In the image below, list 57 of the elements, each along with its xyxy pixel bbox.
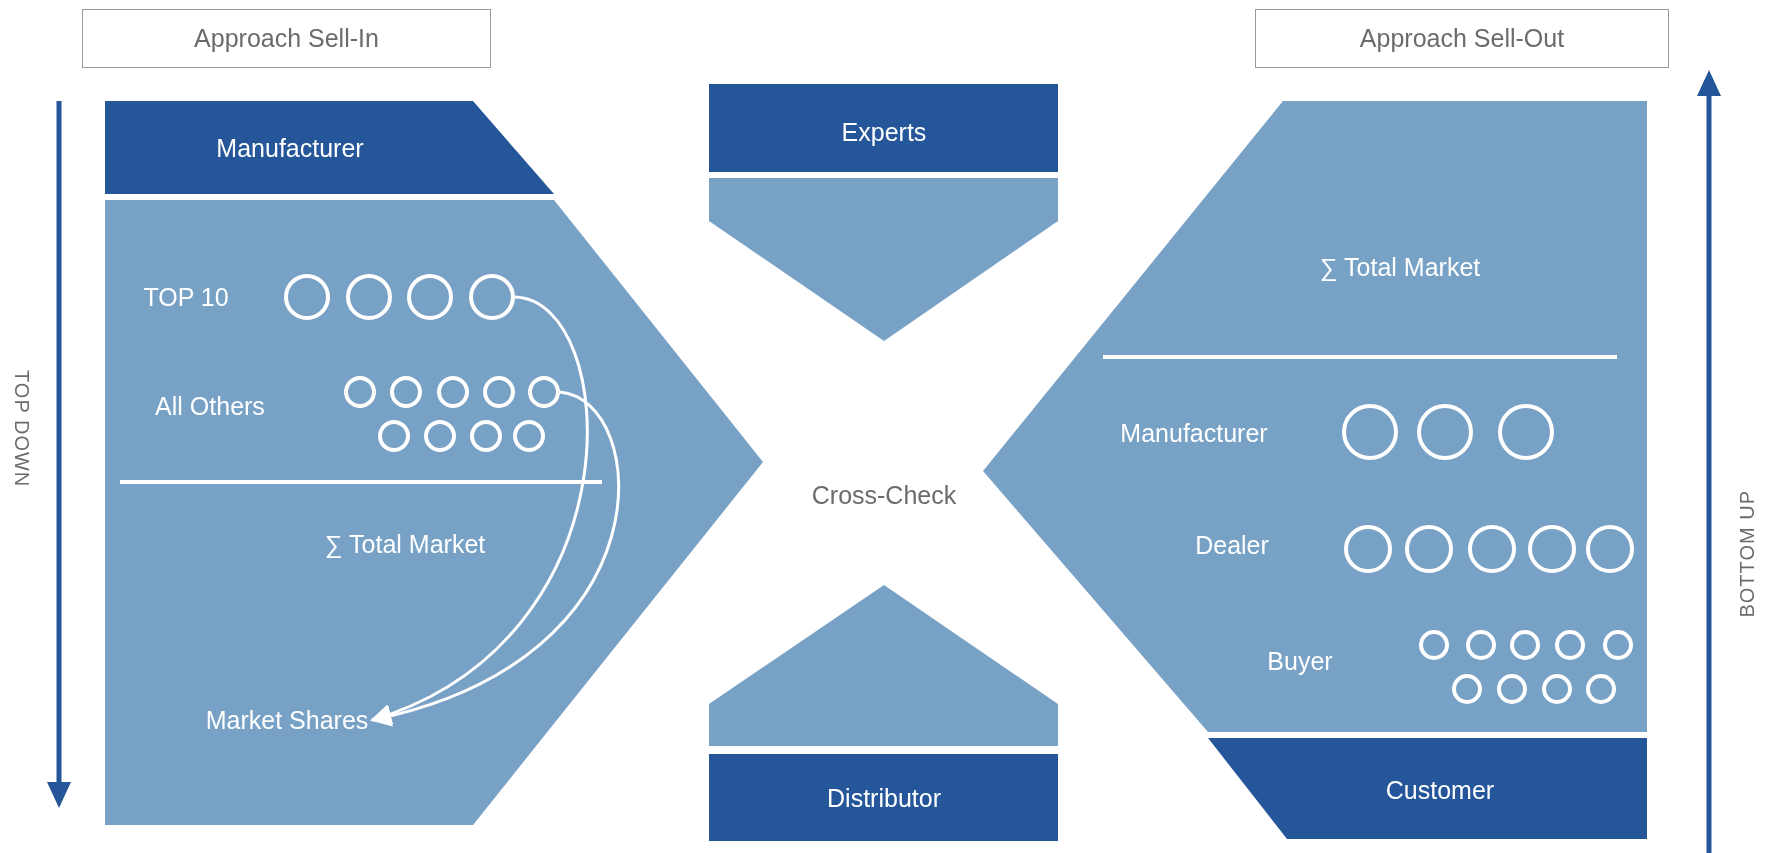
circle-marker (378, 420, 410, 452)
axis-label: BOTTOM UP (1736, 490, 1759, 618)
circle-marker (1466, 630, 1496, 660)
circle-marker (1417, 404, 1473, 460)
circle-marker (470, 420, 502, 452)
header-band (709, 754, 1058, 841)
circle-marker (344, 376, 376, 408)
circle-marker (284, 274, 330, 320)
text-label: Buyer (1267, 646, 1333, 676)
circle-marker (1497, 674, 1527, 704)
circle-marker (513, 420, 545, 452)
band-title: Customer (1385, 775, 1495, 805)
circle-marker (1342, 404, 1398, 460)
circle-marker (1542, 674, 1572, 704)
header-band (709, 84, 1058, 172)
circle-marker (1419, 630, 1449, 660)
text-label: Dealer (1195, 530, 1269, 560)
text-label: ∑ Total Market (324, 529, 486, 559)
circle-marker (1510, 630, 1540, 660)
header-band (1208, 738, 1647, 839)
panel (105, 200, 763, 825)
circle-marker (437, 376, 469, 408)
circle-marker (424, 420, 456, 452)
header-band (105, 101, 554, 194)
circle-marker (1586, 525, 1634, 573)
curved-arrow (370, 390, 620, 726)
circle-marker (1498, 404, 1554, 460)
chevron-shape (709, 585, 1058, 746)
text-label: ∑ Total Market (1319, 252, 1481, 282)
band-title: Manufacturer (216, 133, 364, 163)
band-title: Experts (841, 117, 927, 147)
text-label: All Others (155, 391, 265, 421)
circle-marker (528, 376, 560, 408)
circle-marker (1468, 525, 1516, 573)
circle-marker (1405, 525, 1453, 573)
circle-marker (1344, 525, 1392, 573)
circle-marker (1555, 630, 1585, 660)
circle-marker (1603, 630, 1633, 660)
circle-marker (1452, 674, 1482, 704)
circle-marker (390, 376, 422, 408)
panel (983, 101, 1647, 732)
text-label: Manufacturer (1120, 418, 1268, 448)
circle-marker (483, 376, 515, 408)
heading-box: Approach Sell-In (82, 9, 491, 68)
circle-marker (346, 274, 392, 320)
chevron-shape (709, 178, 1058, 341)
circle-marker (407, 274, 453, 320)
circle-marker (469, 274, 515, 320)
axis-label: TOP DOWN (10, 370, 33, 488)
heading-box: Approach Sell-Out (1255, 9, 1669, 68)
text-label: Market Shares (205, 705, 369, 735)
curved-arrow (370, 295, 589, 723)
circle-marker (1586, 674, 1616, 704)
band-title: Distributor (827, 783, 941, 813)
text-label: TOP 10 (143, 282, 229, 312)
circle-marker (1528, 525, 1576, 573)
text-label: Cross-Check (811, 480, 957, 510)
